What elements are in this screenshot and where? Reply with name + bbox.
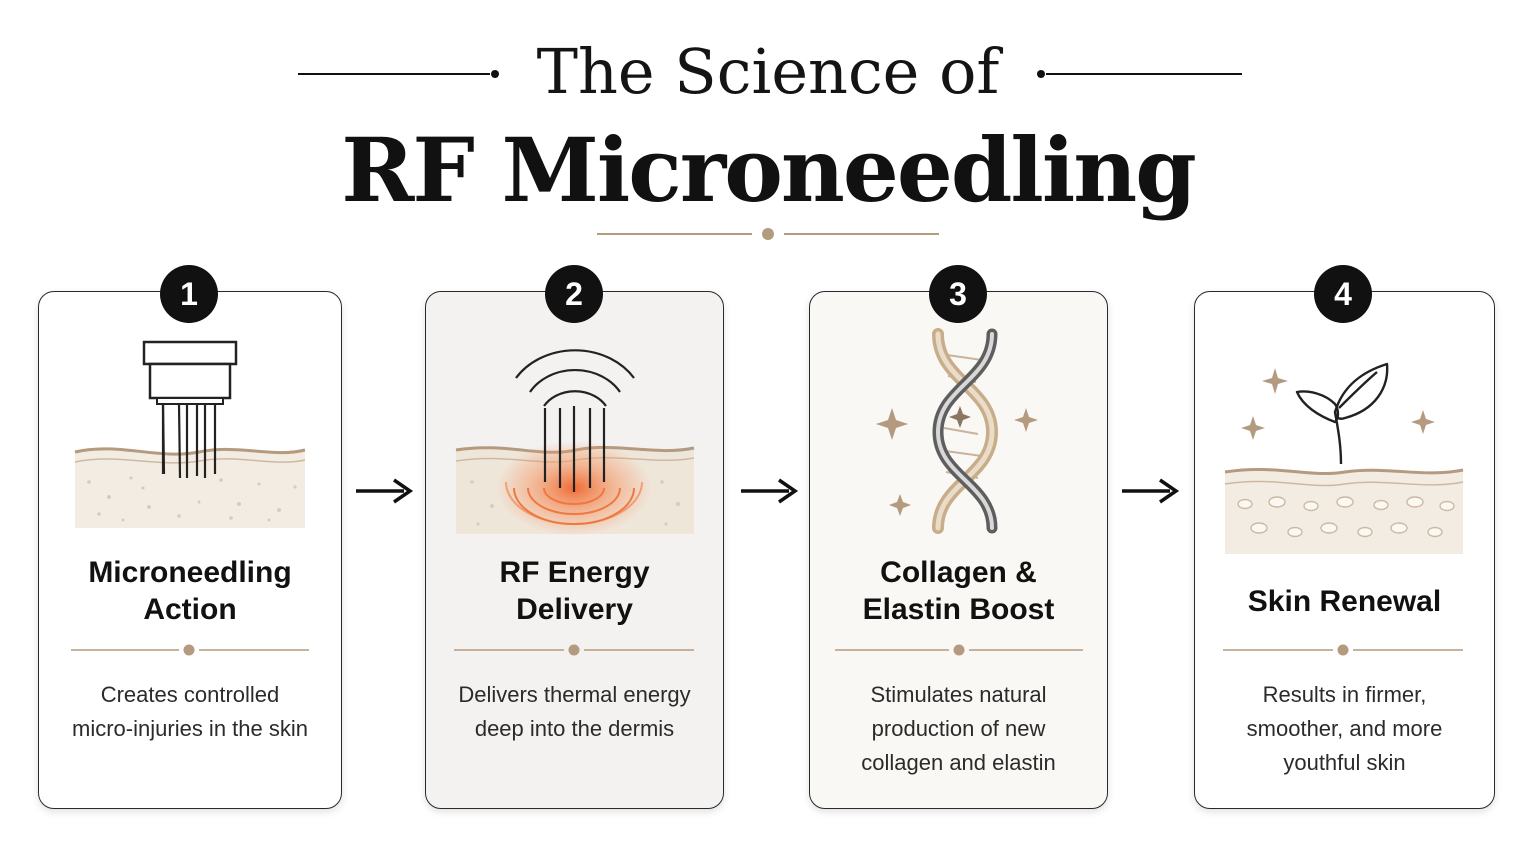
step-title-2-line-1: RF Energy bbox=[499, 556, 650, 589]
step-divider bbox=[454, 644, 694, 656]
arrow-right-icon bbox=[741, 478, 799, 504]
step-desc-4-line-3: youthful skin bbox=[1283, 750, 1406, 775]
step-divider bbox=[835, 644, 1083, 656]
microneedle-device-icon bbox=[74, 340, 306, 528]
step-desc-4-line-2: smoother, and more bbox=[1246, 716, 1443, 741]
step-card-2: RF Energy Delivery Delivers thermal ener… bbox=[425, 291, 724, 809]
step-desc-4-line-1: Results in firmer, bbox=[1262, 682, 1427, 707]
step-desc-3: Stimulates natural production of new col… bbox=[810, 678, 1107, 780]
step-title-3-line-2: Elastin Boost bbox=[862, 593, 1055, 626]
step-card-4: Skin Renewal Results in firmer, smoother… bbox=[1194, 291, 1495, 809]
step-card-1: Microneedling Action Creates controlled … bbox=[38, 291, 342, 809]
step-badge-3: 3 bbox=[929, 265, 987, 323]
step-title-4: Skin Renewal bbox=[1247, 585, 1442, 618]
arrow-right-icon bbox=[1122, 478, 1180, 504]
step-desc-3-line-3: collagen and elastin bbox=[861, 750, 1056, 775]
title-decorations bbox=[298, 70, 1242, 240]
step-badge-4: 4 bbox=[1314, 265, 1372, 323]
step-desc-2-line-1: Delivers thermal energy bbox=[458, 682, 691, 707]
arrow-right-icon bbox=[356, 478, 414, 504]
step-title-2-line-2: Delivery bbox=[516, 593, 633, 626]
step-desc-1: Creates controlled micro-injuries in the… bbox=[39, 678, 341, 746]
step-desc-4: Results in firmer, smoother, and more yo… bbox=[1195, 678, 1494, 780]
step-title-3-line-1: Collagen & bbox=[880, 556, 1037, 589]
step-title-1-line-2: Action bbox=[143, 593, 237, 626]
step-desc-2-line-2: deep into the dermis bbox=[474, 716, 675, 741]
step-badge-1: 1 bbox=[160, 265, 218, 323]
dna-helix-icon bbox=[876, 328, 1038, 534]
rf-waves-icon bbox=[455, 349, 695, 536]
title-line-2: RF Microneedling bbox=[341, 118, 1197, 222]
step-badge-2: 2 bbox=[545, 265, 603, 323]
step-desc-2: Delivers thermal energy deep into the de… bbox=[426, 678, 723, 746]
step-desc-3-line-2: production of new bbox=[871, 716, 1046, 741]
sparkle-icon bbox=[876, 406, 1038, 516]
title-line-1: The Science of bbox=[536, 35, 1000, 108]
step-desc-3-line-1: Stimulates natural bbox=[870, 682, 1047, 707]
step-card-3: Collagen & Elastin Boost Stimulates natu… bbox=[809, 291, 1108, 809]
step-desc-1-line-1: Creates controlled bbox=[100, 682, 280, 707]
step-desc-1-line-2: micro-injuries in the skin bbox=[72, 716, 308, 741]
step-divider bbox=[1223, 644, 1463, 656]
step-divider bbox=[71, 644, 309, 656]
sprout-icon bbox=[1224, 362, 1464, 554]
sparkle-icon bbox=[1241, 368, 1435, 440]
step-title-1-line-1: Microneedling bbox=[88, 556, 292, 589]
